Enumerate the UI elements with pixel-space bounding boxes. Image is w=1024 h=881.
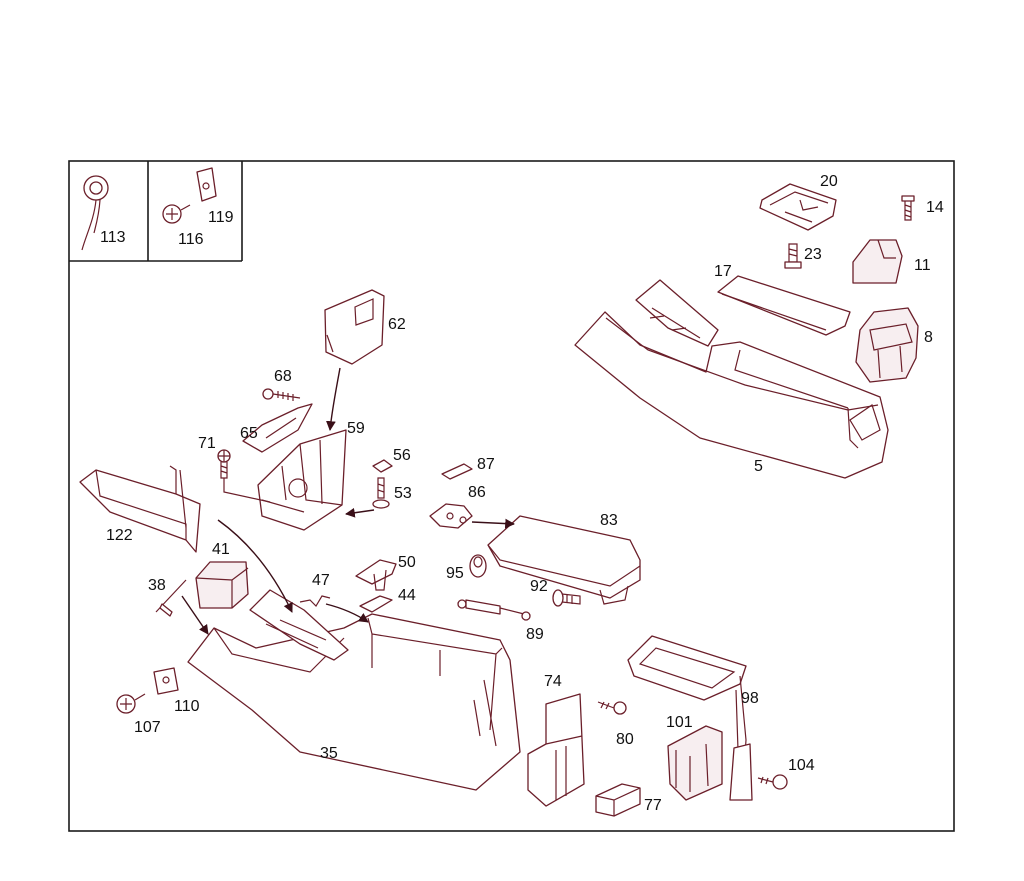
callout-65: 65 (240, 425, 258, 442)
part-47-spring (299, 595, 331, 607)
callout-113: 113 (100, 229, 126, 246)
callout-17: 17 (714, 263, 732, 280)
callout-68: 68 (274, 368, 292, 385)
callout-11: 11 (914, 257, 931, 274)
part-17-lid (717, 275, 851, 336)
part-38-pin (155, 579, 187, 617)
callout-38: 38 (148, 577, 166, 594)
part-71-screw (217, 449, 231, 479)
callout-14: 14 (926, 199, 944, 216)
part-56-clip (372, 459, 393, 473)
arrow-86-to-83 (471, 518, 515, 529)
part-14-screw (901, 195, 915, 221)
callout-8: 8 (924, 329, 933, 346)
part-20-bracket (759, 183, 837, 231)
callout-50: 50 (398, 554, 416, 571)
arrow-122-to-35 (217, 519, 293, 613)
part-86-latch (429, 503, 473, 529)
part-50-bracket (355, 559, 397, 591)
arrow-38-to-35 (181, 595, 209, 635)
callout-92: 92 (530, 578, 548, 595)
callout-119: 119 (208, 209, 234, 226)
callout-107: 107 (134, 719, 161, 736)
part-89-gas-strut (457, 599, 531, 621)
part-95-bumper (469, 554, 487, 578)
diagram-frame (68, 160, 955, 832)
arrow-44-to-35 (325, 603, 369, 623)
leader-71 (223, 478, 271, 503)
callout-20: 20 (820, 173, 838, 190)
part-41-ashtray (195, 561, 249, 609)
callout-56: 56 (393, 447, 411, 464)
part-53-screw (372, 477, 390, 509)
part-110-clip (153, 667, 179, 695)
callout-44: 44 (398, 587, 416, 604)
part-116-screw (162, 204, 191, 224)
part-77-switch (595, 783, 641, 817)
part-92-bolt (552, 589, 581, 607)
part-62-cover (324, 289, 385, 365)
part-23-screw (784, 243, 802, 269)
arrow-62-to-59 (326, 367, 341, 431)
callout-23: 23 (804, 246, 822, 263)
callout-53: 53 (394, 485, 412, 502)
callout-101: 101 (666, 714, 693, 731)
part-119-clip (196, 167, 217, 202)
callout-47: 47 (312, 572, 330, 589)
callout-122: 122 (106, 527, 133, 544)
callout-98: 98 (741, 690, 759, 707)
callout-83: 83 (600, 512, 618, 529)
part-83-armrest-lid (487, 515, 641, 605)
callout-87: 87 (477, 456, 495, 473)
part-113-grommet (81, 175, 109, 251)
callout-116: 116 (178, 231, 204, 248)
callout-89: 89 (526, 626, 544, 643)
callout-104: 104 (788, 757, 815, 774)
callout-5: 5 (754, 458, 763, 475)
callout-59: 59 (347, 420, 365, 437)
part-44-pad (359, 595, 393, 613)
callout-95: 95 (446, 565, 464, 582)
arrow-53-to-59 (345, 507, 375, 518)
part-104-screw (757, 774, 788, 790)
part-35-front-console (187, 589, 521, 791)
part-74-panel (527, 693, 585, 807)
callout-110: 110 (174, 698, 200, 715)
callout-62: 62 (388, 316, 406, 333)
part-11-knob (852, 239, 903, 284)
callout-41: 41 (212, 541, 230, 558)
part-68-screw (262, 388, 301, 401)
part-122-side-trim (79, 465, 201, 553)
part-65-trim (242, 403, 313, 453)
callout-71: 71 (198, 435, 216, 452)
callout-77: 77 (644, 797, 662, 814)
part-5-rear-console (574, 279, 889, 479)
part-8-cupholder (855, 307, 919, 383)
callout-80: 80 (616, 731, 634, 748)
part-87-clip (441, 463, 473, 480)
part-98-tray (627, 635, 753, 801)
part-101-insert (667, 725, 723, 801)
part-80-screw (597, 701, 627, 715)
callout-86: 86 (468, 484, 486, 501)
callout-35: 35 (320, 745, 338, 762)
callout-74: 74 (544, 673, 562, 690)
part-107-screw (116, 693, 146, 714)
